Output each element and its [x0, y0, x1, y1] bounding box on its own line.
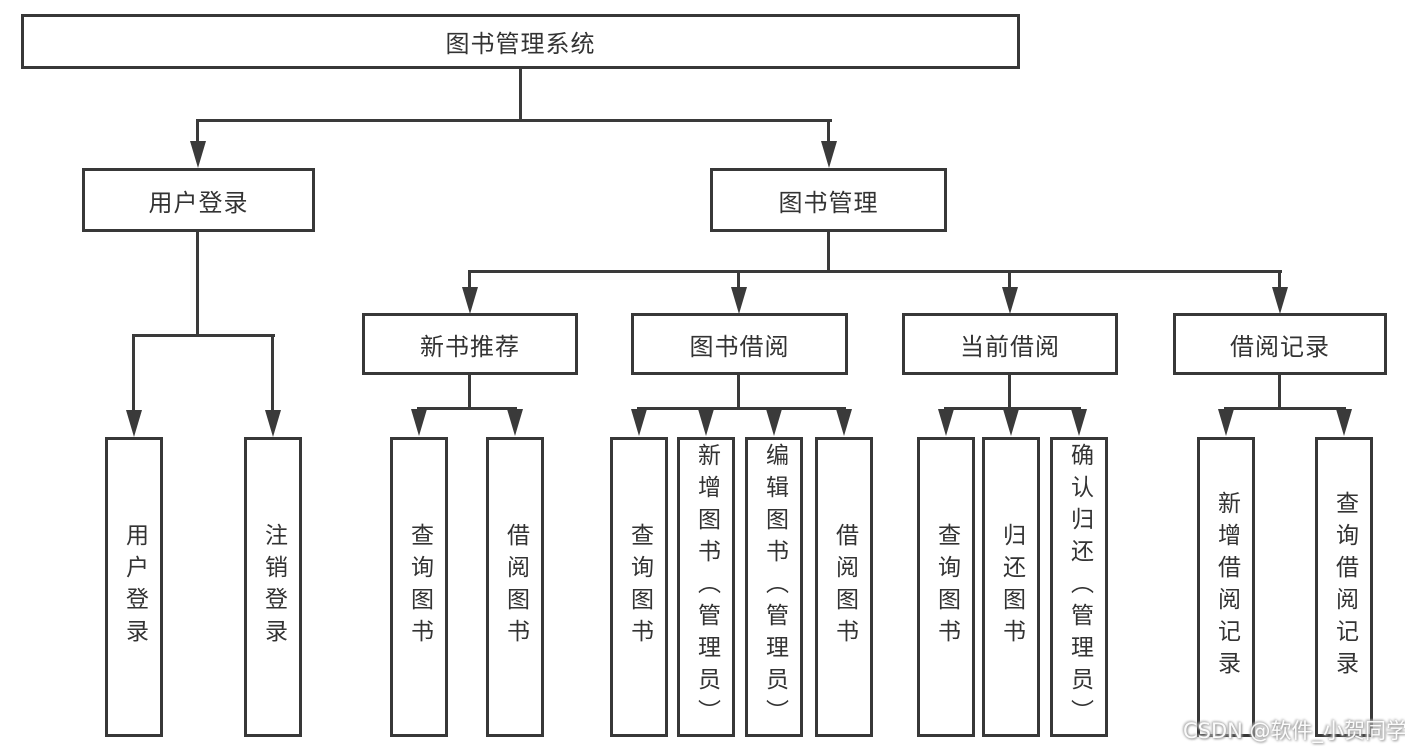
group-node-new-book-recommend: 新书推荐	[362, 313, 578, 375]
leaf-node-borrow-books: 借阅图书	[486, 437, 544, 737]
arrow-down-icon	[836, 409, 852, 436]
connector-vline	[827, 119, 830, 147]
leaf-node-label: 注销登录	[260, 523, 287, 651]
leaf-node-label: 归还图书	[998, 523, 1025, 651]
arrow-down-icon	[1272, 287, 1288, 314]
leaf-node-label: 借阅图书	[502, 523, 529, 651]
arrow-down-icon	[1003, 409, 1019, 436]
connector-vline	[196, 232, 199, 336]
arrow-down-icon	[411, 409, 427, 436]
group-node-label: 借阅记录	[1230, 332, 1330, 361]
arrow-down-icon	[1071, 409, 1087, 436]
leaf-node-label: 编辑图书（管理员）	[761, 443, 788, 731]
arrow-down-icon	[1336, 409, 1352, 436]
arrow-down-icon	[631, 409, 647, 436]
branch-node-label: 图书管理	[778, 188, 879, 217]
connector-vline	[132, 334, 135, 414]
connector-hline	[1224, 407, 1346, 410]
leaf-node-user-login: 用户登录	[105, 437, 163, 737]
connector-hline	[417, 407, 517, 410]
connector-vline	[468, 375, 471, 408]
connector-vline	[468, 270, 471, 290]
connector-vline	[271, 334, 274, 414]
connector-vline	[1008, 375, 1011, 408]
arrow-down-icon	[731, 287, 747, 314]
group-node-current-borrow: 当前借阅	[902, 313, 1118, 375]
connector-hline	[196, 119, 832, 122]
group-node-label: 当前借阅	[960, 332, 1060, 361]
connector-vline	[519, 69, 522, 121]
arrow-down-icon	[1218, 409, 1234, 436]
leaf-node-label: 新增借阅记录	[1213, 491, 1240, 683]
leaf-node-add-borrow-record: 新增借阅记录	[1197, 437, 1255, 737]
root-node-library-system: 图书管理系统	[21, 14, 1020, 69]
connector-vline	[1278, 375, 1281, 408]
leaf-node-label: 查询图书	[406, 523, 433, 651]
connector-vline	[1008, 270, 1011, 290]
leaf-node-return-books: 归还图书	[982, 437, 1040, 737]
branch-node-user-login: 用户登录	[82, 168, 315, 232]
arrow-down-icon	[938, 409, 954, 436]
leaf-node-query-borrow-record: 查询借阅记录	[1315, 437, 1373, 737]
connector-hline	[132, 334, 275, 337]
leaf-node-logout: 注销登录	[244, 437, 302, 737]
leaf-node-label: 新增图书（管理员）	[693, 443, 720, 731]
leaf-node-edit-books-admin: 编辑图书（管理员）	[745, 437, 803, 737]
connector-vline	[737, 270, 740, 290]
leaf-node-borrow-books: 借阅图书	[815, 437, 873, 737]
leaf-node-label: 确认归还（管理员）	[1066, 443, 1093, 731]
connector-vline	[737, 375, 740, 408]
leaf-node-label: 借阅图书	[831, 523, 858, 651]
branch-node-book-management: 图书管理	[710, 168, 947, 232]
connector-hline	[468, 270, 1282, 273]
arrow-down-icon	[507, 409, 523, 436]
csdn-watermark: CSDN @软件_小贺同学	[1183, 719, 1405, 743]
leaf-node-confirm-return-admin: 确认归还（管理员）	[1050, 437, 1108, 737]
root-node-label: 图书管理系统	[445, 30, 596, 58]
leaf-node-label: 用户登录	[121, 523, 148, 651]
leaf-node-label: 查询图书	[626, 523, 653, 651]
arrow-down-icon	[190, 141, 206, 168]
group-node-label: 图书借阅	[689, 332, 790, 361]
arrow-down-icon	[1002, 287, 1018, 314]
arrow-down-icon	[821, 141, 837, 168]
group-node-label: 新书推荐	[420, 332, 520, 361]
connector-vline	[196, 119, 199, 147]
arrow-down-icon	[698, 409, 714, 436]
arrow-down-icon	[126, 410, 142, 437]
branch-node-label: 用户登录	[148, 188, 249, 217]
arrow-down-icon	[766, 409, 782, 436]
group-node-borrow-records: 借阅记录	[1173, 313, 1387, 375]
leaf-node-label: 查询借阅记录	[1331, 491, 1358, 683]
connector-hline	[637, 407, 846, 410]
group-node-book-borrow: 图书借阅	[631, 313, 848, 375]
leaf-node-query-books: 查询图书	[610, 437, 668, 737]
connector-vline	[827, 232, 830, 272]
leaf-node-query-books: 查询图书	[390, 437, 448, 737]
leaf-node-label: 查询图书	[933, 523, 960, 651]
connector-hline	[944, 407, 1081, 410]
leaf-node-add-books-admin: 新增图书（管理员）	[677, 437, 735, 737]
arrow-down-icon	[462, 287, 478, 314]
arrow-down-icon	[265, 410, 281, 437]
leaf-node-query-books: 查询图书	[917, 437, 975, 737]
connector-vline	[1278, 270, 1281, 290]
